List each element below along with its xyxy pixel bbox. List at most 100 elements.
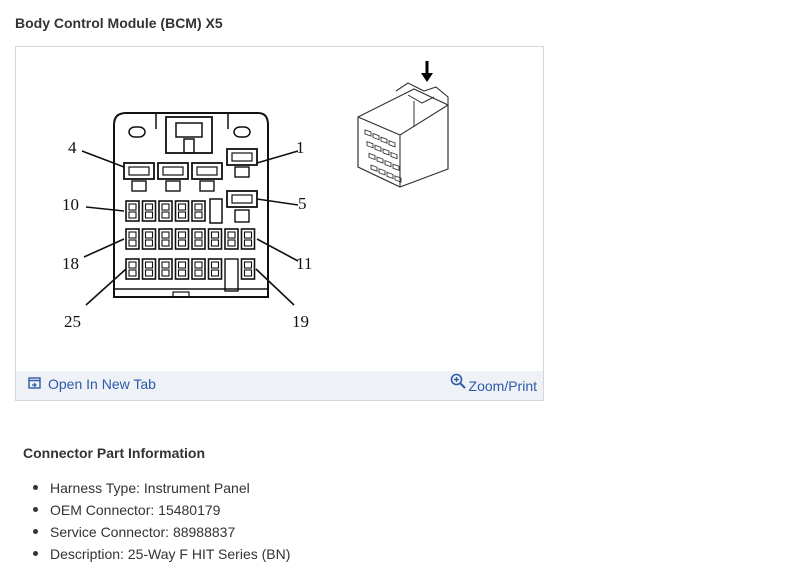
small-cavity-bottom bbox=[177, 269, 187, 277]
small-cavity-bottom bbox=[161, 269, 170, 277]
small-cavity-bottom bbox=[128, 211, 137, 219]
pin-label-18: 18 bbox=[62, 254, 79, 273]
small-cavity-top bbox=[144, 231, 154, 239]
small-cavity-top bbox=[161, 231, 170, 239]
leader-line bbox=[83, 238, 125, 258]
pin-leader-lines bbox=[81, 150, 299, 306]
small-cavity-top bbox=[161, 203, 170, 211]
small-cavity-bottom bbox=[144, 211, 154, 219]
iso-edges bbox=[357, 104, 449, 187]
pin-label-11: 11 bbox=[296, 254, 312, 273]
small-cavity-top bbox=[128, 231, 137, 239]
iso-housing bbox=[357, 88, 449, 188]
small-cavity bbox=[191, 200, 206, 222]
small-cavity bbox=[141, 228, 157, 250]
small-cavity-top bbox=[177, 261, 187, 269]
small-cavity-top bbox=[194, 203, 203, 211]
info-item-oem-connector: OEM Connector: 15480179 bbox=[32, 499, 290, 521]
latch-window bbox=[175, 122, 203, 138]
small-cavity bbox=[207, 228, 223, 250]
small-cavity-top bbox=[210, 261, 220, 269]
small-cavity-bottom bbox=[144, 239, 154, 247]
small-cavity bbox=[207, 258, 223, 280]
iso-cavity bbox=[380, 136, 388, 144]
iso-cavity bbox=[382, 148, 390, 156]
connector-info-list: Harness Type: Instrument Panel OEM Conne… bbox=[32, 477, 290, 565]
iso-cavity bbox=[386, 171, 394, 180]
small-cavity bbox=[174, 200, 190, 222]
small-cavity bbox=[125, 228, 140, 250]
blank-cavity bbox=[224, 258, 239, 292]
housing-outline bbox=[113, 112, 269, 298]
leader-line bbox=[256, 150, 299, 164]
base-notch bbox=[172, 291, 190, 298]
large-cavity-lock bbox=[199, 180, 215, 192]
small-cavity-top bbox=[210, 231, 220, 239]
small-cavity-bottom bbox=[243, 239, 253, 247]
iso-cavity bbox=[392, 163, 400, 171]
small-cavity-bottom bbox=[144, 269, 154, 277]
open-tab-icon bbox=[28, 376, 41, 392]
iso-cavity bbox=[384, 159, 392, 168]
info-item-description: Description: 25-Way F HIT Series (BN) bbox=[32, 543, 290, 565]
small-cavity-bottom bbox=[128, 239, 137, 247]
blank-slot bbox=[209, 198, 223, 224]
pin-label-25: 25 bbox=[64, 312, 81, 331]
small-cavity-bottom bbox=[194, 211, 203, 219]
small-cavity-top bbox=[144, 203, 154, 211]
small-cavity bbox=[158, 258, 173, 280]
connector-iso-icon bbox=[357, 82, 449, 188]
large-cavity-lock bbox=[131, 180, 147, 192]
open-in-new-tab-link[interactable]: Open In New Tab bbox=[28, 376, 156, 392]
large-cavity-inner bbox=[231, 152, 253, 162]
small-cavity bbox=[240, 258, 256, 280]
small-cavity bbox=[240, 228, 256, 250]
pin-label-5: 5 bbox=[298, 194, 307, 213]
small-cavity bbox=[174, 258, 190, 280]
leader-line bbox=[255, 268, 295, 306]
iso-cavity bbox=[368, 152, 376, 161]
pin-label-1: 1 bbox=[296, 138, 305, 157]
iso-cavity bbox=[390, 151, 398, 160]
small-cavity-top bbox=[227, 231, 236, 239]
page-title: Body Control Module (BCM) X5 bbox=[15, 15, 223, 31]
large-cavity bbox=[191, 162, 223, 180]
small-cavity bbox=[224, 228, 239, 250]
small-cavity bbox=[141, 200, 157, 222]
large-cavity-inner bbox=[128, 166, 150, 176]
connector-info-heading: Connector Part Information bbox=[23, 445, 206, 461]
small-cavity-top bbox=[161, 261, 170, 269]
large-cavity-inner bbox=[196, 166, 218, 176]
leader-line bbox=[81, 150, 125, 168]
leader-line bbox=[85, 268, 127, 306]
pin-label-10: 10 bbox=[62, 195, 79, 214]
small-cavity-top bbox=[177, 203, 187, 211]
small-cavity-bottom bbox=[128, 269, 137, 277]
leader-line bbox=[256, 238, 299, 262]
zoom-print-link[interactable]: Zoom/Print bbox=[450, 373, 537, 395]
small-cavity-bottom bbox=[210, 239, 220, 247]
iso-cavity bbox=[394, 175, 402, 183]
small-cavity bbox=[191, 228, 206, 250]
info-item-harness-type: Harness Type: Instrument Panel bbox=[32, 477, 290, 499]
latch-guides bbox=[155, 113, 229, 129]
small-cavity bbox=[158, 200, 173, 222]
large-cavity-lock bbox=[165, 180, 181, 192]
right-key bbox=[233, 126, 251, 138]
leader-line bbox=[256, 198, 299, 206]
zoom-print-label: Zoom/Print bbox=[468, 377, 537, 394]
arrow-down-icon bbox=[421, 61, 433, 82]
small-cavity bbox=[191, 258, 206, 280]
small-cavity-bottom bbox=[194, 269, 203, 277]
small-cavity bbox=[125, 200, 140, 222]
connector-face bbox=[113, 112, 269, 298]
small-cavity-bottom bbox=[177, 239, 187, 247]
pin-label-19: 19 bbox=[292, 312, 309, 331]
large-cavity bbox=[123, 162, 155, 180]
info-item-service-connector: Service Connector: 88988837 bbox=[32, 521, 290, 543]
small-cavity-bottom bbox=[161, 239, 170, 247]
large-cavity-lock bbox=[234, 209, 250, 223]
large-cavity-inner bbox=[162, 166, 184, 176]
